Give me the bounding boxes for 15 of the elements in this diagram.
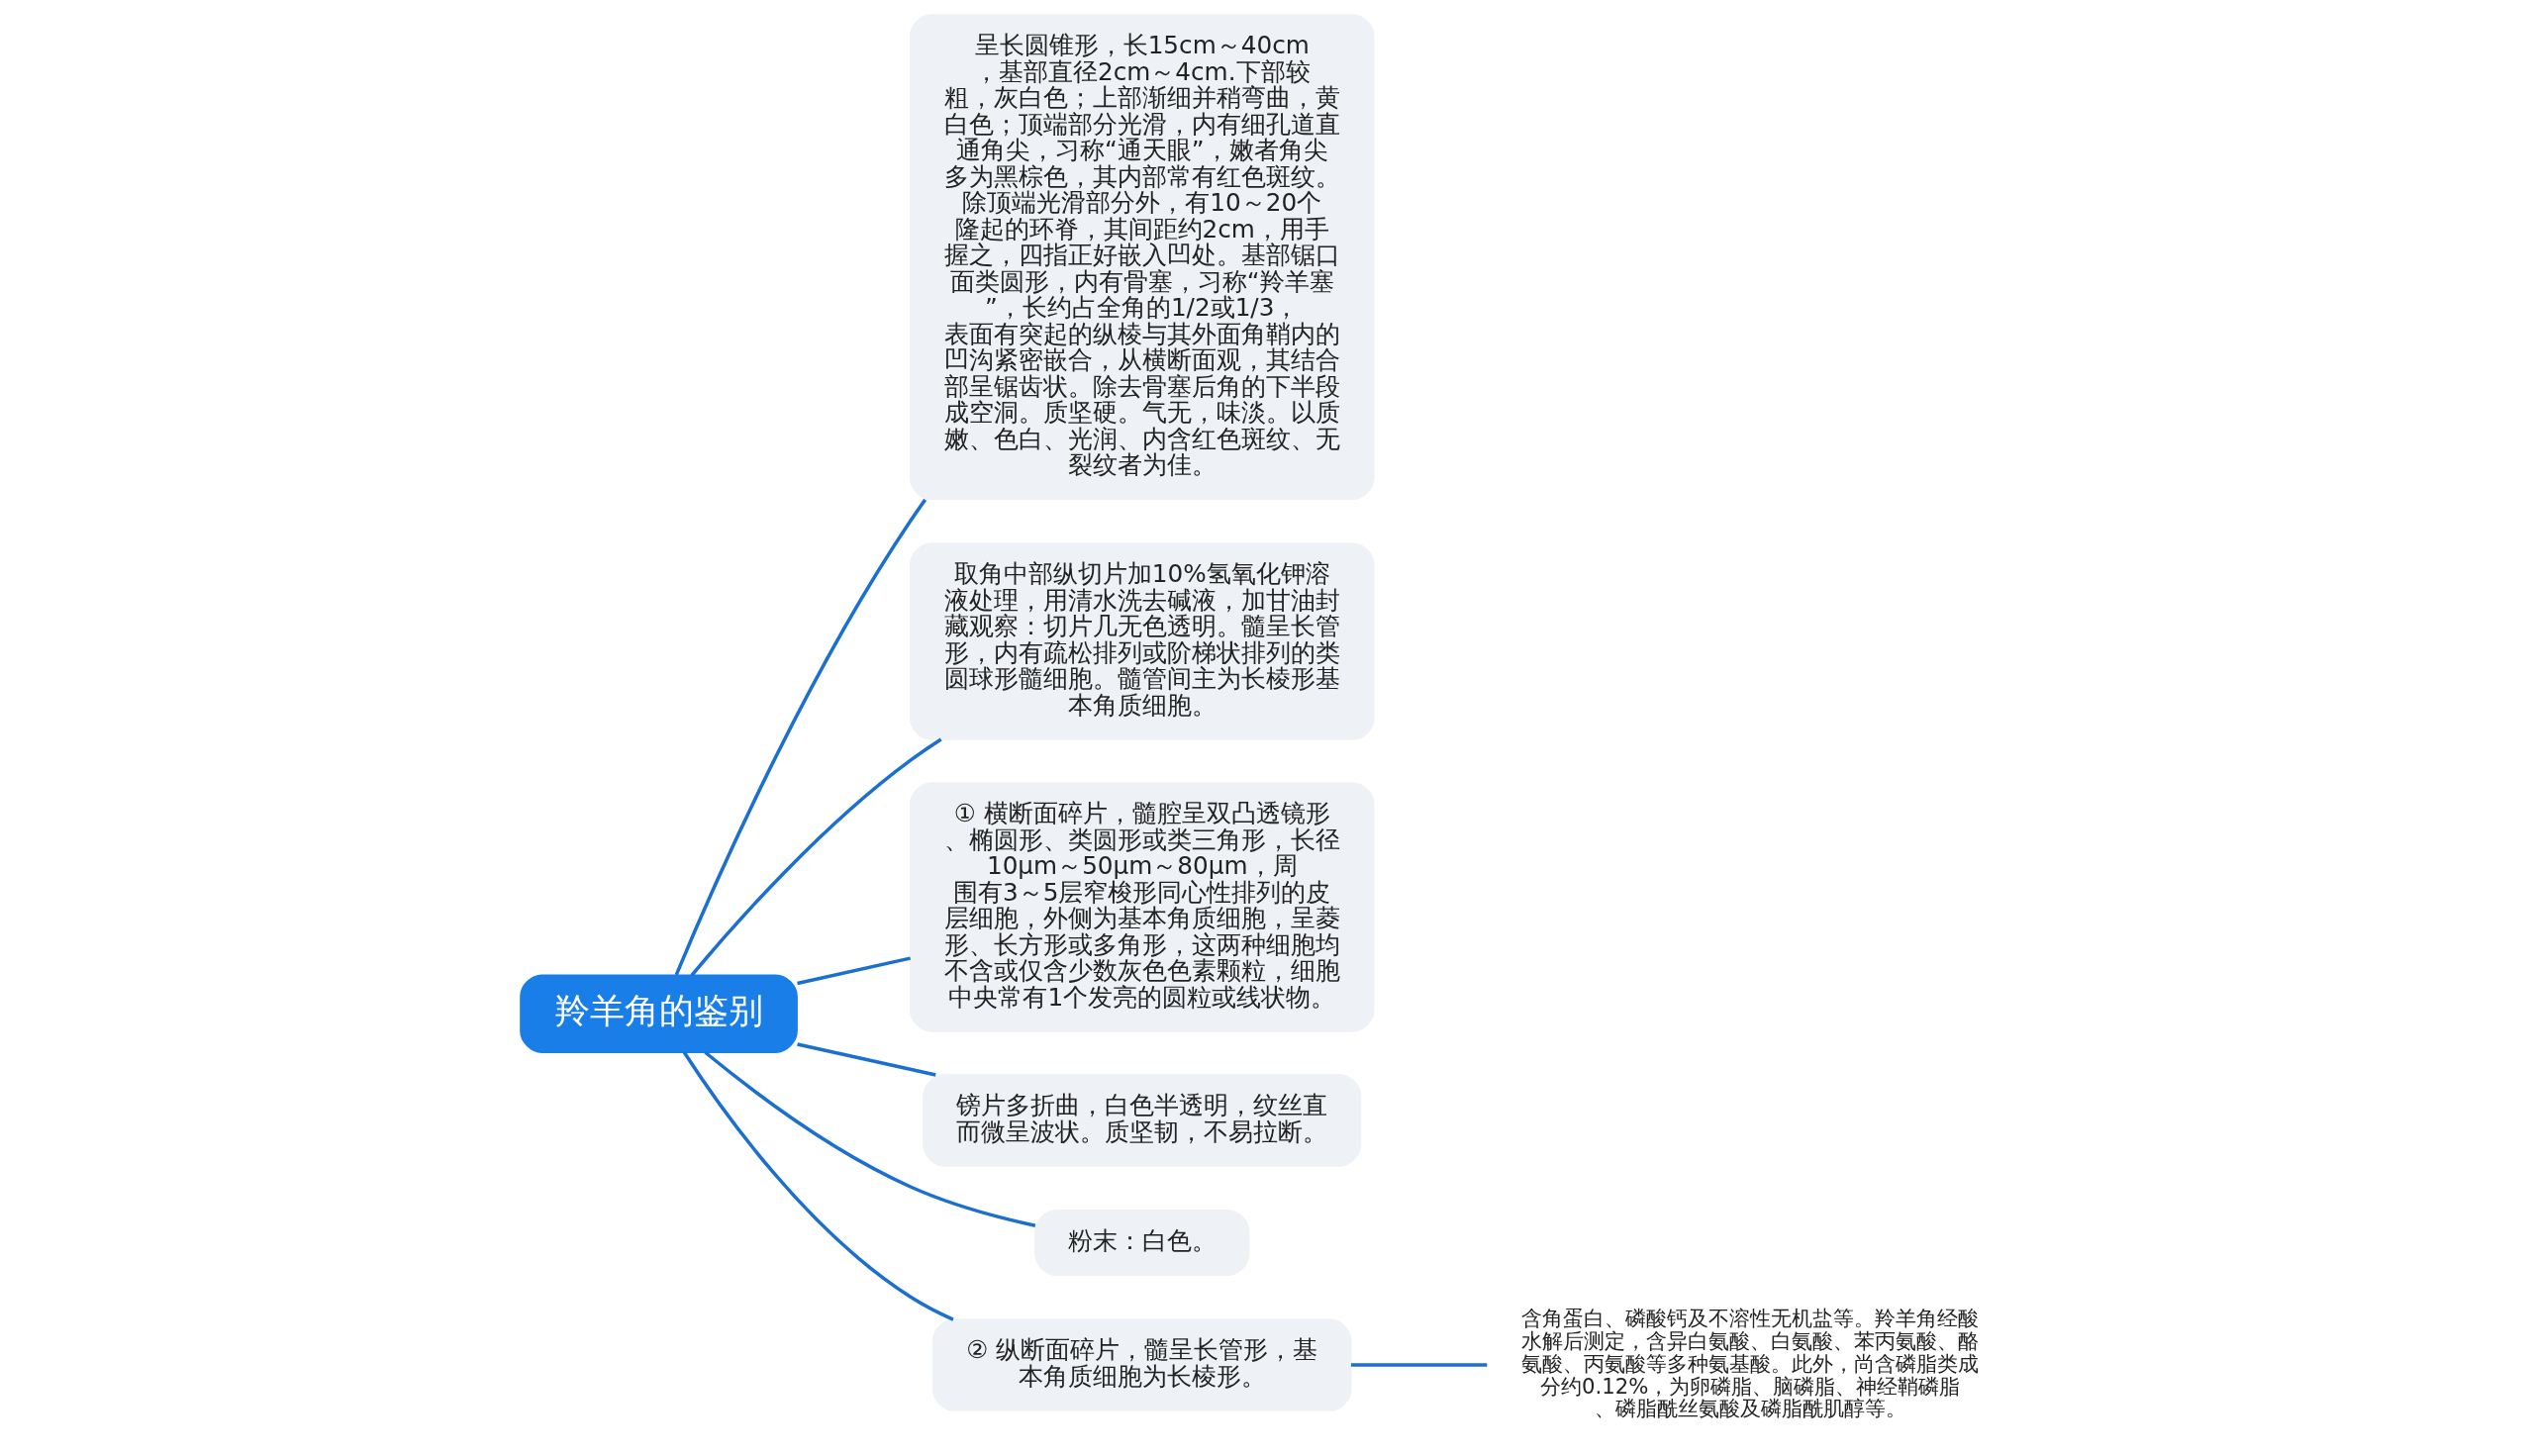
connector [690,737,942,977]
connector [674,498,927,976]
node-box: ① 横断面碎片，髓腔呈双凸透镜形、椭圆形、类圆形或类三角形，长径10μm～50μm～80μm，周围有3～5层窄梭形同心性排列的皮层细胞，外侧为基本角质细胞，呈菱形、长方形或多角形，这两种细胞均不含或仅含少数灰色色素颗粒，细胞中央常有1个发亮的圆粒或线状物。 [909,782,1375,1032]
connector [1350,1363,1488,1367]
node-box: 呈长圆锥形，长15cm～40cm，基部直径2cm～4cm.下部较粗，灰白色；上部渐细并稍弯曲，黄白色；顶端部分光滑，内有细孔道直通角尖，习称“通天眼”，嫩者角尖多为黑棕色，其内部常有红色斑纹。除顶端光滑部分外，有10～20个隆起的环脊，其间距约2cm，用手握之，四指正好嵌入凹处。基部锯口面类圆形，内有骨塞，习称“羚羊塞”，长约占全角的1/2或1/3，表面有突起的纵棱与其外面角鞘内的凹沟紧密嵌合，从横断面观，其结合部呈锯齿状。除去骨塞后角的下半段成空洞。质坚硬。气无，味淡。以质嫩、色白、光润、内含红色斑纹、无裂纹者为佳。 [909,14,1375,501]
node-box: 羚羊角的鉴别 [520,974,798,1053]
connector [704,1050,1036,1227]
connector [797,1042,936,1077]
node-box: 粉末：白色。 [1034,1209,1250,1277]
node-box: ② 纵断面碎片，髓呈长管形，基本角质细胞为长棱形。 [931,1318,1352,1411]
connector [682,1051,954,1321]
node-box: 取角中部纵切片加10%氢氧化钾溶液处理，用清水洗去碱液，加甘油封藏观察：切片几无色透明。髓呈长管形，内有疏松排列或阶梯状排列的类圆球形髓细胞。髓管间主为长棱形基本角质细胞。 [909,542,1375,740]
node-box: 镑片多折曲，白色半透明，纹丝直而微呈波状。质坚韧，不易拉断。 [923,1074,1362,1167]
node-text: 含角蛋白、磷酸钙及不溶性无机盐等。羚羊角经酸水解后测定，含异白氨酸、白氨酸、苯丙氨酸、酪氨酸、丙氨酸等多种氨基酸。此外，尚含磷脂类成分约0.12%，为卵磷脂、脑磷脂、神经鞘磷脂、磷脂酰丝氨酸及磷脂酰肌醇等。 [1521,1305,1980,1421]
connector [797,956,912,986]
